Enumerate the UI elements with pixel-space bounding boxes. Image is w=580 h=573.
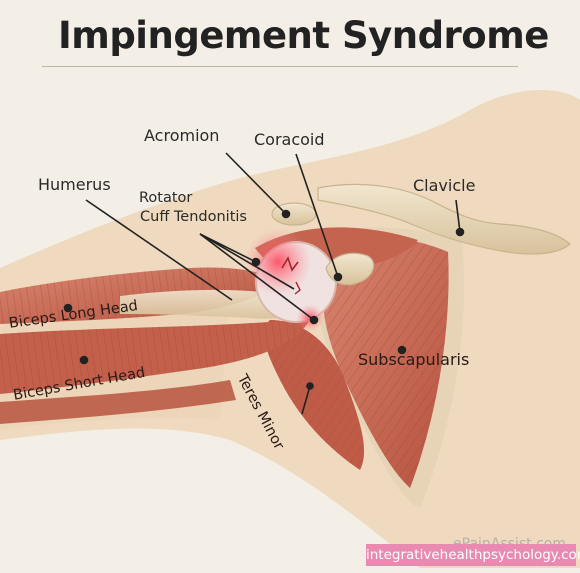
label-rotator-cuff-line1: Rotator <box>139 190 193 206</box>
label-humerus: Humerus <box>38 175 111 194</box>
inflammation-glow <box>244 228 312 296</box>
clavicle-bone <box>317 183 571 255</box>
label-rotator-cuff-line2: Cuff Tendonitis <box>140 209 247 225</box>
label-subscapularis: Subscapularis <box>358 350 470 369</box>
humerus-bone <box>120 289 300 319</box>
pointer-lines <box>63 152 465 415</box>
label-acromion: Acromion <box>144 126 220 145</box>
title-divider <box>42 66 518 67</box>
label-clavicle: Clavicle <box>413 176 476 195</box>
site-watermark-bar: integrativehealthpsychology.com <box>366 544 580 566</box>
label-coracoid: Coracoid <box>254 130 325 149</box>
site-watermark-text: integrativehealthpsychology.com <box>366 547 580 563</box>
page-title: Impingement Syndrome <box>58 14 549 57</box>
